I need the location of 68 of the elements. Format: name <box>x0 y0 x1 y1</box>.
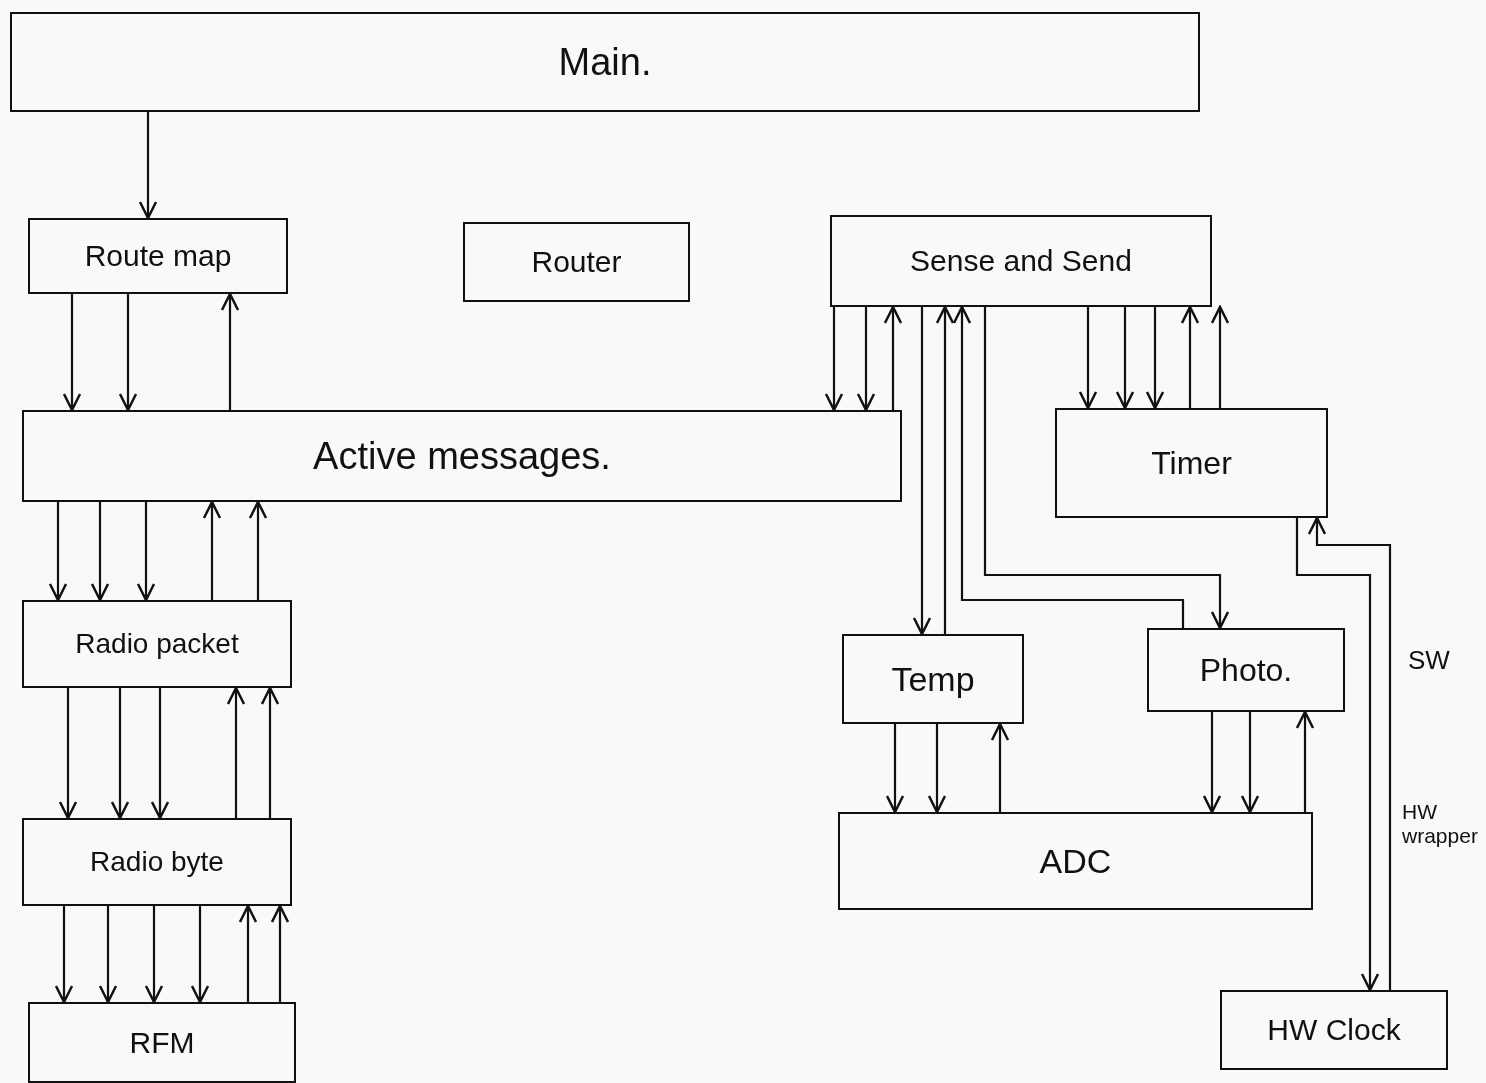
module-label: ADC <box>1039 841 1112 881</box>
arrow <box>1145 307 1165 410</box>
annotation-text: HW wrapper <box>1402 800 1479 848</box>
module-box <box>838 812 1313 910</box>
arrow <box>270 904 290 1002</box>
module-label: Router <box>531 245 622 279</box>
module-label: Radio packet <box>75 628 239 660</box>
arrow <box>1295 710 1315 812</box>
arrow <box>226 686 246 818</box>
module-label: HW Clock <box>1267 1013 1401 1047</box>
arrow <box>202 500 222 600</box>
module-label: Timer <box>1151 444 1232 482</box>
arrow <box>983 307 1230 630</box>
arrow <box>62 294 82 412</box>
arrow <box>58 688 78 820</box>
module-label: Temp <box>891 659 975 699</box>
arrow <box>952 305 1185 628</box>
arrow <box>1295 518 1380 992</box>
arrow <box>54 906 74 1004</box>
arrow <box>1202 712 1222 814</box>
arrow <box>90 502 110 602</box>
annotation-text: SW <box>1408 645 1451 676</box>
module-label: Sense and Send <box>910 244 1132 278</box>
arrow <box>1078 307 1098 410</box>
arrow <box>144 906 164 1004</box>
module-box <box>22 410 902 502</box>
arrow <box>1240 712 1260 814</box>
module-box <box>1147 628 1345 712</box>
module-label: Radio byte <box>90 846 224 878</box>
arrow <box>118 294 138 412</box>
module-box <box>22 818 292 906</box>
module-label: Main. <box>558 40 652 84</box>
arrow <box>927 724 947 814</box>
arrow <box>1180 305 1200 408</box>
arrow <box>138 112 158 220</box>
arrow <box>883 305 903 410</box>
arrow <box>150 688 170 820</box>
module-box <box>28 1002 296 1083</box>
arrow <box>48 502 68 602</box>
arrow <box>990 722 1010 812</box>
arrow <box>190 906 210 1004</box>
arrow <box>885 724 905 814</box>
arrow <box>248 500 268 600</box>
module-box <box>1055 408 1328 518</box>
module-box <box>830 215 1212 307</box>
module-box <box>1220 990 1448 1070</box>
arrow <box>856 307 876 412</box>
arrow <box>220 292 240 410</box>
arrow <box>1307 516 1392 990</box>
arrow <box>824 307 844 412</box>
arrow <box>136 502 156 602</box>
module-label: Photo. <box>1199 651 1293 689</box>
module-box <box>22 600 292 688</box>
module-label: Active messages. <box>313 434 611 478</box>
arrow <box>110 688 130 820</box>
arrow <box>912 307 932 636</box>
module-box <box>842 634 1024 724</box>
arrow <box>98 906 118 1004</box>
module-label: Route map <box>84 239 232 273</box>
module-box <box>463 222 690 302</box>
module-box <box>28 218 288 294</box>
module-label: RFM <box>129 1025 195 1060</box>
arrow <box>1210 305 1230 408</box>
module-box <box>10 12 1200 112</box>
arrow <box>1115 307 1135 410</box>
arrow <box>238 904 258 1002</box>
arrow <box>935 305 955 634</box>
arrow <box>260 686 280 818</box>
